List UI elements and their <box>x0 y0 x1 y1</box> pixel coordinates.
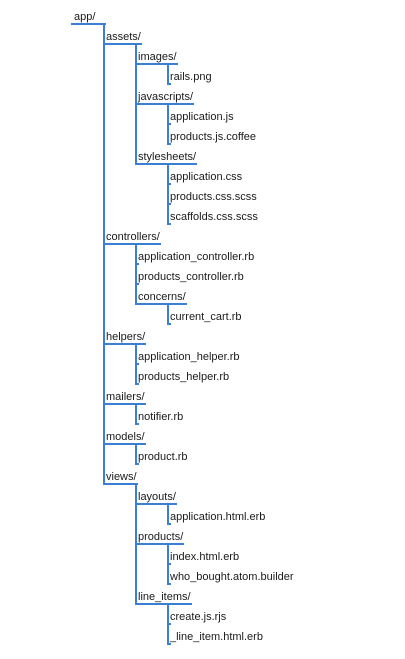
file-application-helper-rb: application_helper.rb <box>138 351 240 363</box>
folder-products: products/ <box>138 531 184 543</box>
file-products-helper-rb: products_helper.rb <box>138 371 230 383</box>
folder-concerns: concerns/ <box>138 291 186 303</box>
folder-helpers: helpers/ <box>106 331 146 343</box>
file-current-cart-rb: current_cart.rb <box>170 311 242 323</box>
file-application-css: application.css <box>170 171 243 183</box>
folder-controllers: controllers/ <box>106 231 160 243</box>
folder-views: views/ <box>106 471 137 483</box>
file-scaffolds-css-scss: scaffolds.css.scss <box>170 211 258 223</box>
file-line-item-html-erb: _line_item.html.erb <box>170 631 263 643</box>
file-rails-png: rails.png <box>170 71 212 83</box>
folder-images: images/ <box>138 51 177 63</box>
file-application-js: application.js <box>170 111 234 123</box>
folder-app: app/ <box>74 11 96 23</box>
file-notifier-rb: notifier.rb <box>138 411 184 423</box>
file-who-bought-atom-builder: who_bought.atom.builder <box>170 571 294 583</box>
folder-assets: assets/ <box>106 31 141 43</box>
folder-layouts: layouts/ <box>138 491 176 503</box>
file-application-html-erb: application.html.erb <box>170 511 266 523</box>
file-products-controller-rb: products_controller.rb <box>138 271 244 283</box>
folder-javascripts: javascripts/ <box>138 91 194 103</box>
folder-mailers: mailers/ <box>106 391 145 403</box>
file-index-html-erb: index.html.erb <box>170 551 240 563</box>
file-application-controller-rb: application_controller.rb <box>138 251 255 263</box>
folder-stylesheets: stylesheets/ <box>138 151 197 163</box>
file-create-js-rjs: create.js.rjs <box>170 611 227 623</box>
file-products-css-scss: products.css.scss <box>170 191 257 203</box>
file-products-js-coffee: products.js.coffee <box>170 131 257 143</box>
folder-models: models/ <box>106 431 145 443</box>
file-product-rb: product.rb <box>138 451 188 463</box>
folder-line-items: line_items/ <box>138 591 191 603</box>
